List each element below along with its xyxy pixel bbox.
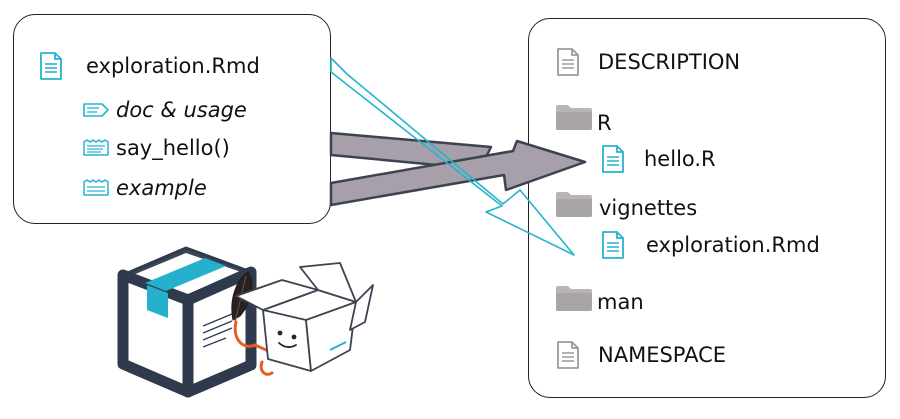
folder-icon [556,192,592,217]
section-function[interactable]: say_hello() [82,136,230,160]
tree-item-folder-man[interactable]: man [555,284,644,314]
documentation-chunk-icon [83,103,109,117]
tree-item-label: hello.R [644,147,716,171]
tree-item-folder-vignettes[interactable]: vignettes [555,190,698,220]
folder-icon [556,286,592,311]
source-file-name: exploration.Rmd [86,54,260,78]
source-file-entry[interactable]: exploration.Rmd [38,51,260,81]
tree-item-folder-r[interactable]: R [555,103,612,135]
section-doc-usage[interactable]: doc & usage [82,98,247,122]
package-box-icon [117,246,257,398]
tree-item-label: DESCRIPTION [598,50,741,74]
rmd-file-icon [40,52,62,80]
tree-item-label: R [597,111,612,135]
rmd-file-icon [602,231,624,259]
tree-item-label: vignettes [599,196,698,220]
tree-item-exploration-rmd[interactable]: exploration.Rmd [600,230,820,260]
tree-item-label: exploration.Rmd [646,233,820,257]
file-icon [557,48,579,76]
box-character-icon [235,262,374,372]
section-label: say_hello() [116,136,230,160]
tree-item-label: man [597,290,644,314]
folder-icon [556,105,592,130]
section-label: example [116,176,207,200]
example-chunk-icon [83,179,109,196]
file-icon [557,341,579,369]
tree-item-label: NAMESPACE [598,343,727,367]
code-chunk-icon [83,139,109,156]
section-example[interactable]: example [82,176,207,200]
source-file-panel [13,14,331,224]
section-label: doc & usage [116,98,247,122]
tree-item-hello-r[interactable]: hello.R [600,144,716,174]
quill-feather-icon [231,271,326,376]
tree-item-description[interactable]: DESCRIPTION [555,47,740,77]
tree-item-namespace[interactable]: NAMESPACE [555,340,726,370]
r-file-icon [602,145,624,173]
